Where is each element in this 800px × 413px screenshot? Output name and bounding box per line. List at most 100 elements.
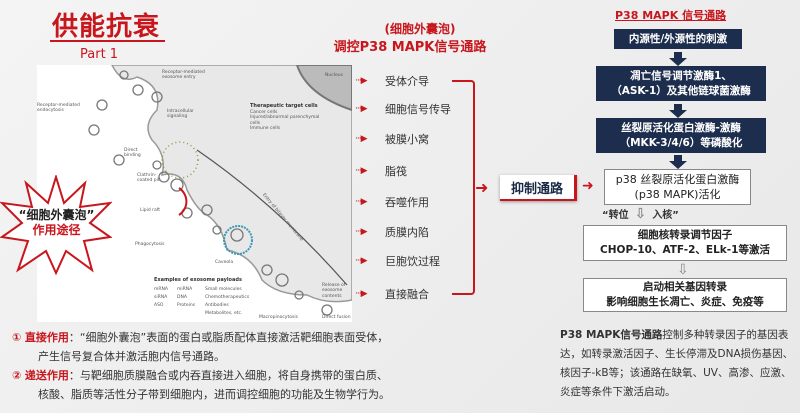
step-text: p38 丝裂原活化蛋白激酶 — [615, 173, 740, 186]
center-title-1: (细胞外囊泡) — [384, 22, 456, 36]
payload: Antibodies — [205, 303, 229, 308]
dotted-arrow-icon: ···▶ — [355, 166, 368, 176]
payload: DNA — [177, 295, 187, 300]
dotted-arrow-icon: ···▶ — [355, 134, 368, 144]
dotted-arrow-icon: ···▶ — [355, 197, 368, 207]
route-item: ···▶ 脂筏 — [355, 162, 407, 180]
route-label: 被膜小窝 — [385, 133, 429, 146]
step-text: （ASK-1）及其他链球菌激酶 — [611, 84, 751, 97]
arrow-down-icon — [669, 155, 687, 169]
target-list: Therapeutic target cells Cancer cells In… — [250, 103, 320, 132]
route-label: 细胞信号传导 — [385, 103, 451, 116]
diagram-label: Caveola — [215, 260, 234, 265]
note-number: ① — [12, 331, 22, 344]
payload-title: Examples of exosome payloads — [154, 277, 242, 283]
dotted-arrow-icon: ···▶ — [355, 104, 368, 114]
arrow-down-outline-icon: ⇩ — [677, 262, 689, 278]
starburst-line2: 作用途径 — [32, 223, 81, 237]
note-label: 直接作用 — [24, 331, 69, 344]
step-text: 凋亡信号调节激酶1、 — [630, 69, 732, 82]
transloc-right: 入核” — [652, 210, 679, 221]
dotted-arrow-icon: ···▶ — [355, 289, 368, 299]
diagram-label: Lipid raft — [140, 208, 161, 213]
pathway-step: 丝裂原活化蛋白激酶-激酶 （MKK-3/4/6）等磷酸化 — [596, 118, 766, 153]
step-text: （MKK-3/4/6）等磷酸化 — [619, 136, 743, 149]
note-text: 产生信号复合体并激活胞内信号通路。 — [38, 350, 225, 363]
payload: siRNA — [154, 295, 168, 300]
diagram-label: Phagocytosis — [135, 242, 165, 247]
arrow-down-outline-icon: ⇩ — [634, 205, 647, 222]
arrow-right-icon: ➜ — [475, 178, 489, 197]
route-label: 质膜内陷 — [385, 226, 429, 239]
starburst-line1: “细胞外囊泡” — [18, 208, 95, 222]
route-item: ···▶ 吞噬作用 — [355, 193, 429, 211]
translocation-label: “转位 ⇩ 入核” — [602, 205, 752, 222]
note-text: ：与靶细胞质膜融合或内吞直接进入细胞，将自身携带的蛋白质、 — [68, 369, 388, 382]
payload: Small molecules — [205, 287, 242, 292]
target-item: Cancer cells — [250, 110, 278, 115]
center-title-2: 调控P38 MAPK信号通路 — [333, 40, 487, 55]
pathway-step: 启动相关基因转录影响细胞生长凋亡、炎症、免疫等 — [583, 278, 787, 312]
cell-membrane-illustration — [88, 65, 352, 316]
target-item: Injured/abnormal parenchymal cells — [250, 115, 320, 126]
note-label: 递送作用 — [24, 369, 69, 382]
starburst-shape — [0, 175, 112, 275]
pathway-title: P38 MAPK 信号通路 — [615, 9, 727, 22]
note-delivery: ② 递送作用：与靶细胞质膜融合或内吞直接进入细胞，将自身携带的蛋白质、 核酸、脂… — [12, 366, 552, 404]
route-item: ···▶ 受体介导 — [355, 72, 429, 90]
diagram-label: Intracellular signaling — [167, 109, 195, 120]
route-item: ···▶ 质膜内陷 — [355, 223, 429, 241]
note-number: ② — [12, 369, 22, 382]
payload: Chemotherapeutics — [205, 295, 250, 300]
pathway-note-text: 控制多种转录因子的基因表达，如转录激活因子、生长停滞及DNA损伤基因、核因子-k… — [560, 329, 794, 398]
diagram-label: Direct binding — [124, 148, 141, 159]
arrow-down-icon — [669, 104, 687, 118]
exosome-uptake-diagram: Receptor-mediated exosome entry Receptor… — [37, 65, 352, 322]
pathway-step: 凋亡信号调节激酶1、 （ASK-1）及其他链球菌激酶 — [596, 66, 766, 101]
diagram-label: Macropinocytosis — [259, 315, 298, 320]
diagram-label: Release of exosome contents — [322, 283, 346, 299]
route-item: ···▶ 巨胞饮过程 — [355, 252, 440, 270]
pathway-note: P38 MAPK信号通路控制多种转录因子的基因表达，如转录激活因子、生长停滞及D… — [560, 326, 795, 402]
diagram-label: Receptor-mediated endocytosis — [37, 103, 80, 114]
note-text: 核酸、脂质等活性分子带到细胞内，进而调控细胞的功能及生物学行为。 — [38, 388, 390, 401]
diagram-label: Nucleus — [325, 73, 343, 78]
dotted-arrow-icon: ···▶ — [355, 76, 368, 86]
transloc-left: “转位 — [602, 210, 629, 221]
pathway-step: p38 丝裂原活化蛋白激酶(p38 MAPK)活化 — [604, 169, 751, 205]
pathway-note-bold: P38 MAPK信号通路 — [560, 329, 663, 341]
note-text: ：“细胞外囊泡”表面的蛋白或脂质配体直接激活靶细胞表面受体， — [68, 331, 389, 344]
payload: ASO — [154, 303, 164, 308]
step-text: 丝裂原活化蛋白激酶-激酶 — [621, 121, 741, 134]
step-text: 启动相关基因转录 — [643, 281, 727, 293]
route-item: ···▶ 直接融合 — [355, 285, 429, 303]
part-label: Part 1 — [80, 47, 119, 62]
payload: miRNA — [177, 287, 193, 292]
route-label: 脂筏 — [385, 165, 407, 178]
page-title: 供能抗衰 — [52, 12, 161, 42]
inhibit-pathway-box: 抑制通路 — [500, 175, 577, 201]
dotted-arrow-icon: ···▶ — [355, 227, 368, 237]
payload: Proteins — [177, 303, 196, 308]
step-text: 内源性/外源性的刺激 — [628, 32, 728, 45]
route-item: ···▶ 细胞信号传导 — [355, 100, 451, 118]
route-label: 直接融合 — [385, 288, 429, 301]
step-text: 细胞核转录调节因子 — [637, 229, 733, 241]
arrow-right-icon: ➜ — [582, 178, 594, 194]
diagram-label: Receptor-mediated exosome entry — [162, 70, 205, 81]
target-item: Immune cells — [250, 126, 281, 132]
route-label: 受体介导 — [385, 75, 429, 88]
dotted-arrow-icon: ···▶ — [355, 256, 368, 266]
starburst-text: “细胞外囊泡” 作用途径 — [4, 208, 109, 238]
diagram-label: Clathrin-coated pit — [137, 173, 160, 184]
title-underline — [50, 40, 165, 42]
payload: Metabolites, etc. — [205, 311, 243, 316]
route-label: 巨胞饮过程 — [385, 255, 440, 268]
payload: mRNA — [154, 287, 168, 292]
arrow-down-icon — [669, 52, 687, 66]
route-item: ···▶ 被膜小窝 — [355, 130, 429, 148]
target-title: Therapeutic target cells — [250, 103, 318, 109]
route-label: 吞噬作用 — [385, 196, 429, 209]
